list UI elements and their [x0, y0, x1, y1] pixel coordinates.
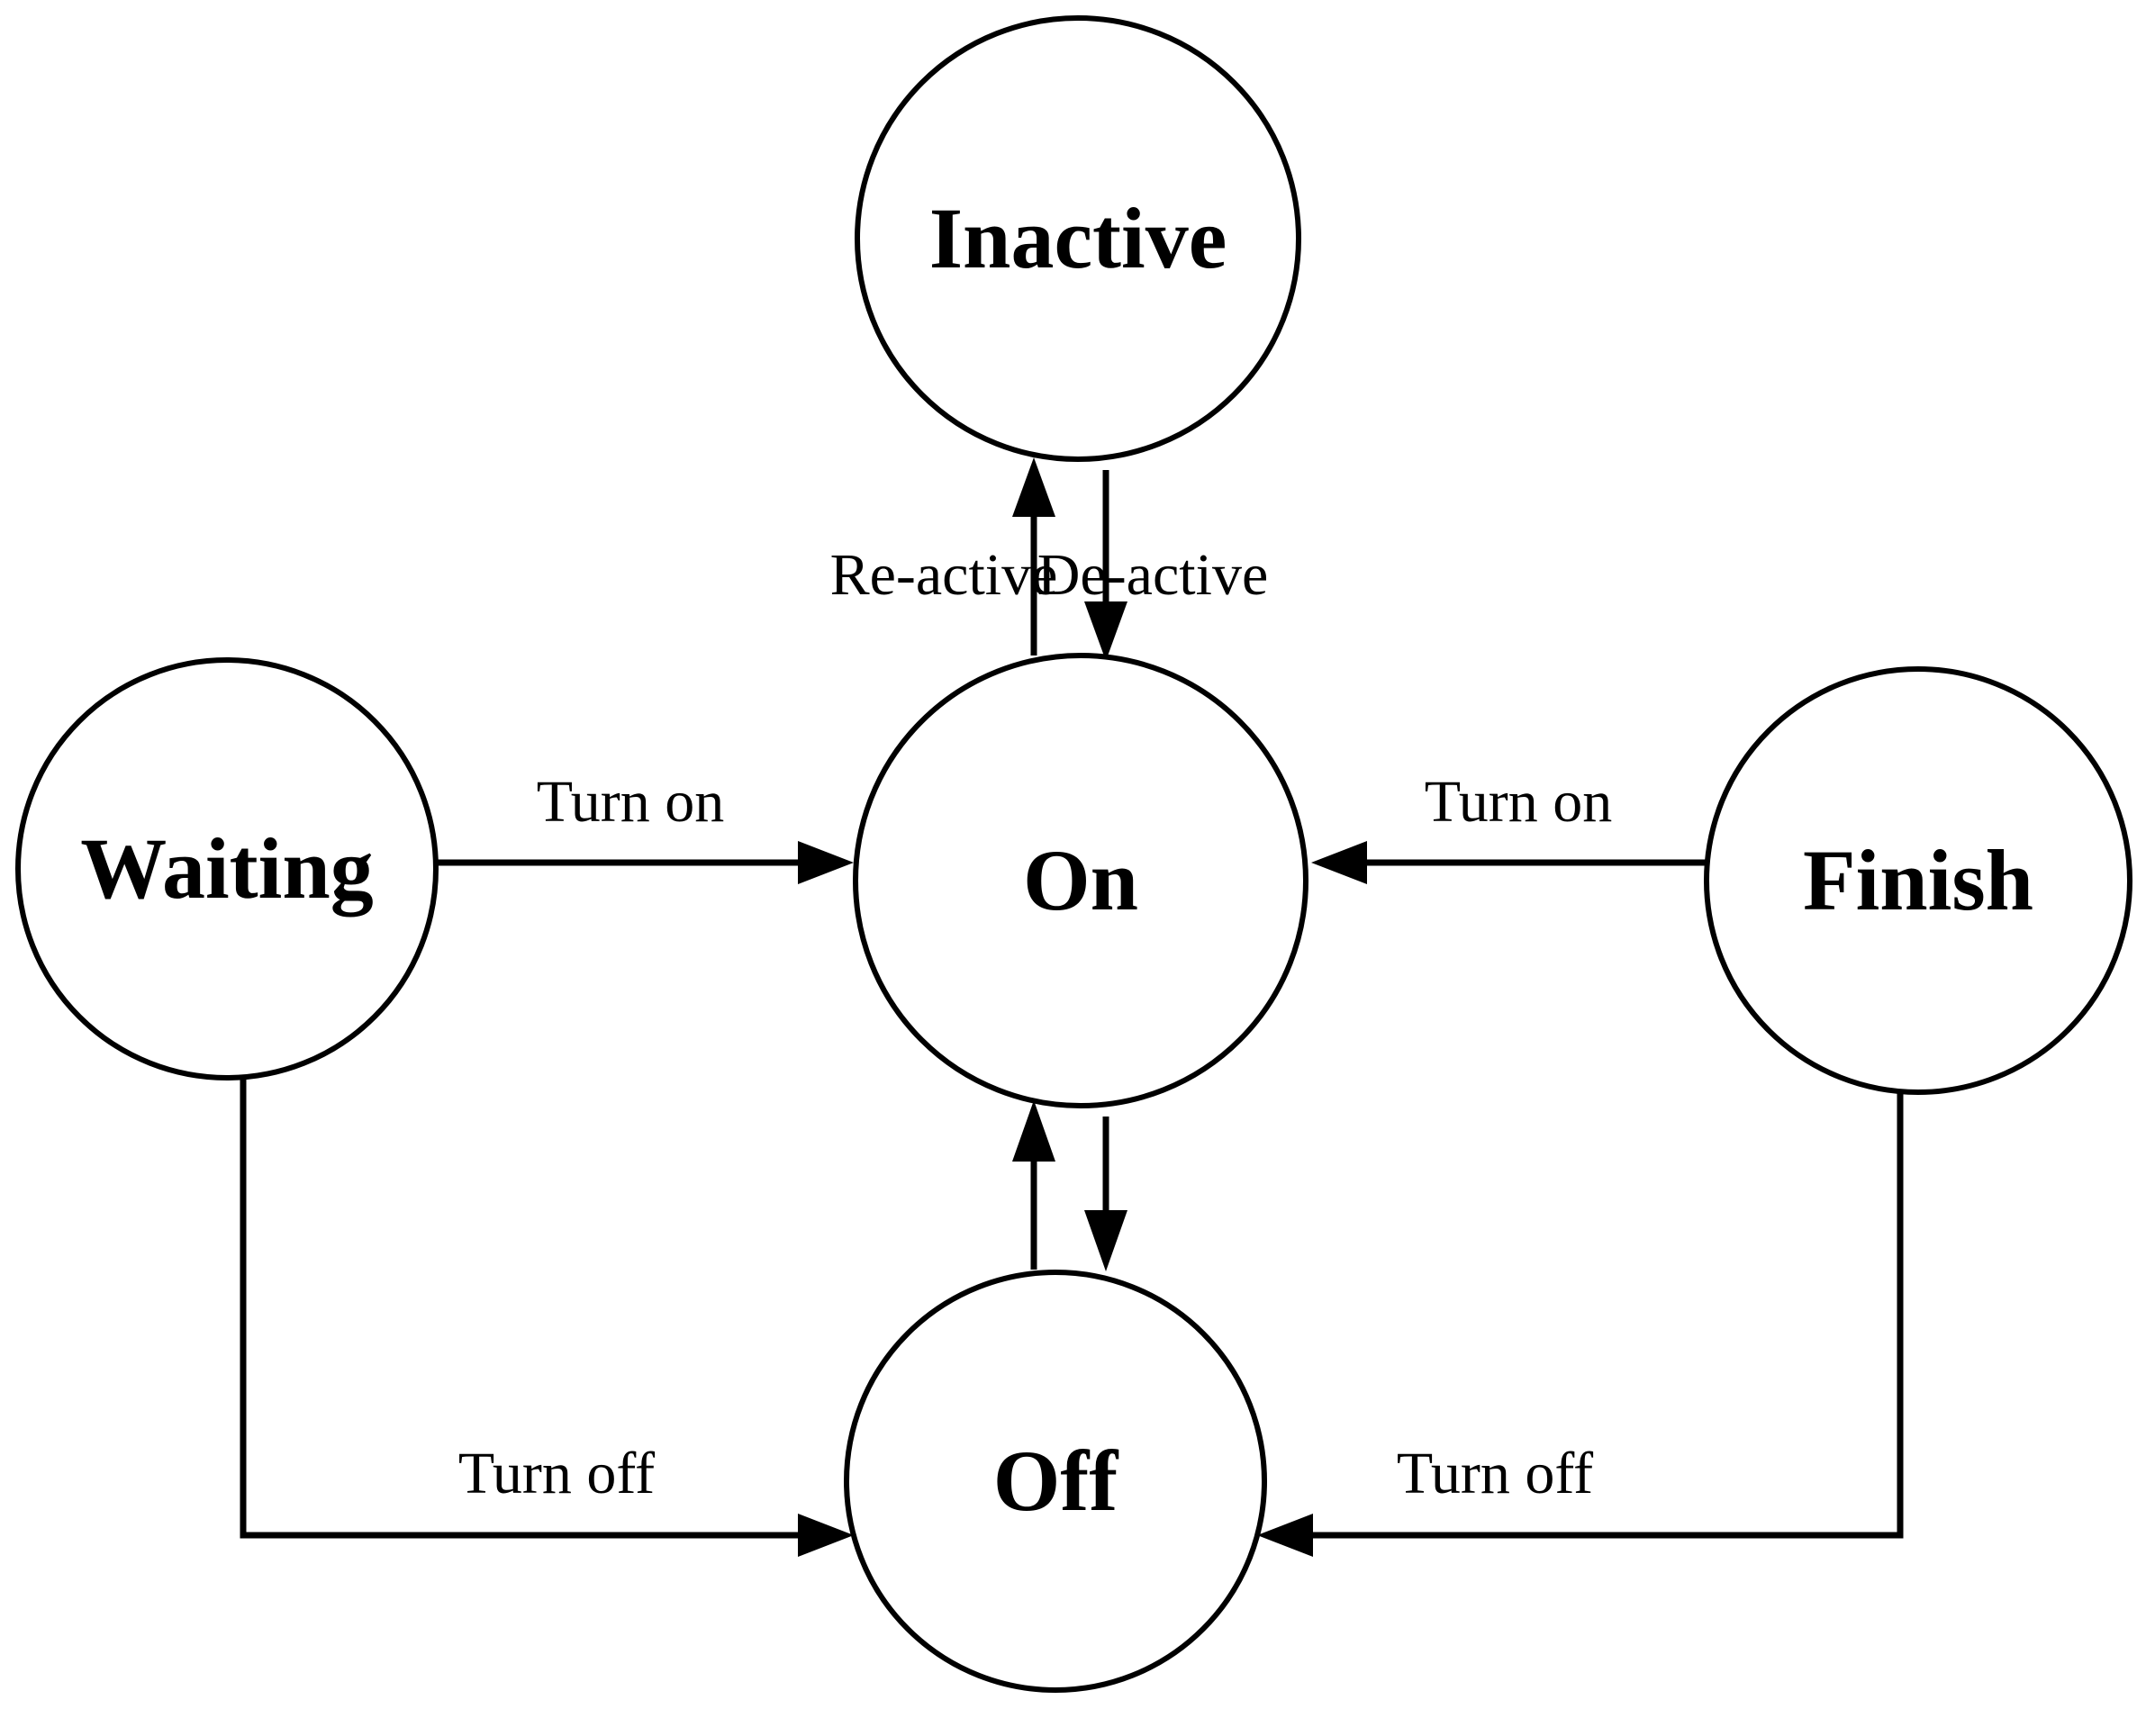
edge-waiting-to-off[interactable]: Turn off	[240, 1075, 854, 1557]
arrow-head-up-off-to-on	[1012, 1100, 1055, 1162]
arrow-head-right-turn-on-left	[798, 841, 854, 884]
node-finish-circle[interactable]	[1704, 666, 2132, 1095]
edge-waiting-to-off-path	[240, 1075, 815, 1539]
node-waiting-circle[interactable]	[15, 657, 439, 1080]
edge-label-turn-on-left: Turn on	[537, 769, 724, 835]
node-on-label: On	[1023, 832, 1138, 928]
arrow-head-left-turn-on-right	[1311, 841, 1367, 884]
edge-on-to-inactive[interactable]: Re-active	[830, 457, 1058, 656]
edge-finish-to-on[interactable]: Turn on	[1311, 769, 1707, 884]
node-off[interactable]: Off	[844, 1270, 1267, 1693]
node-inactive-circle[interactable]	[855, 15, 1301, 462]
arrow-head-right-turn-off-left	[798, 1514, 854, 1557]
edge-label-turn-off-right: Turn off	[1397, 1441, 1593, 1506]
edge-waiting-to-on[interactable]: Turn on	[438, 769, 854, 884]
arrow-head-up-reactive	[1012, 457, 1055, 517]
node-inactive[interactable]: Inactive	[855, 15, 1301, 462]
edge-label-re-active: Re-active	[830, 542, 1058, 608]
edge-finish-to-off-path	[1297, 1084, 1904, 1539]
edge-off-to-on[interactable]	[1012, 1100, 1055, 1270]
node-inactive-label: Inactive	[929, 190, 1227, 286]
node-off-circle[interactable]	[844, 1270, 1267, 1693]
node-off-label: Off	[993, 1433, 1119, 1529]
node-waiting[interactable]: Waiting	[15, 657, 439, 1080]
edge-label-turn-on-right: Turn on	[1425, 769, 1612, 835]
arrow-head-down-on-to-off	[1084, 1210, 1127, 1271]
arrow-head-down-deactive	[1084, 601, 1127, 661]
edge-label-de-active: De-active	[1037, 542, 1269, 608]
node-finish[interactable]: Finish	[1704, 666, 2132, 1095]
node-on[interactable]: On	[853, 653, 1308, 1108]
edge-finish-to-off[interactable]: Turn off	[1257, 1084, 1904, 1557]
edge-label-turn-off-left: Turn off	[458, 1441, 655, 1506]
edge-inactive-to-on[interactable]: De-active	[1037, 470, 1269, 661]
node-finish-label: Finish	[1803, 832, 2033, 928]
edge-on-to-off[interactable]	[1084, 1117, 1127, 1271]
arrow-head-left-turn-off-right	[1257, 1514, 1313, 1557]
node-waiting-label: Waiting	[80, 820, 373, 917]
node-on-circle[interactable]	[853, 653, 1308, 1108]
